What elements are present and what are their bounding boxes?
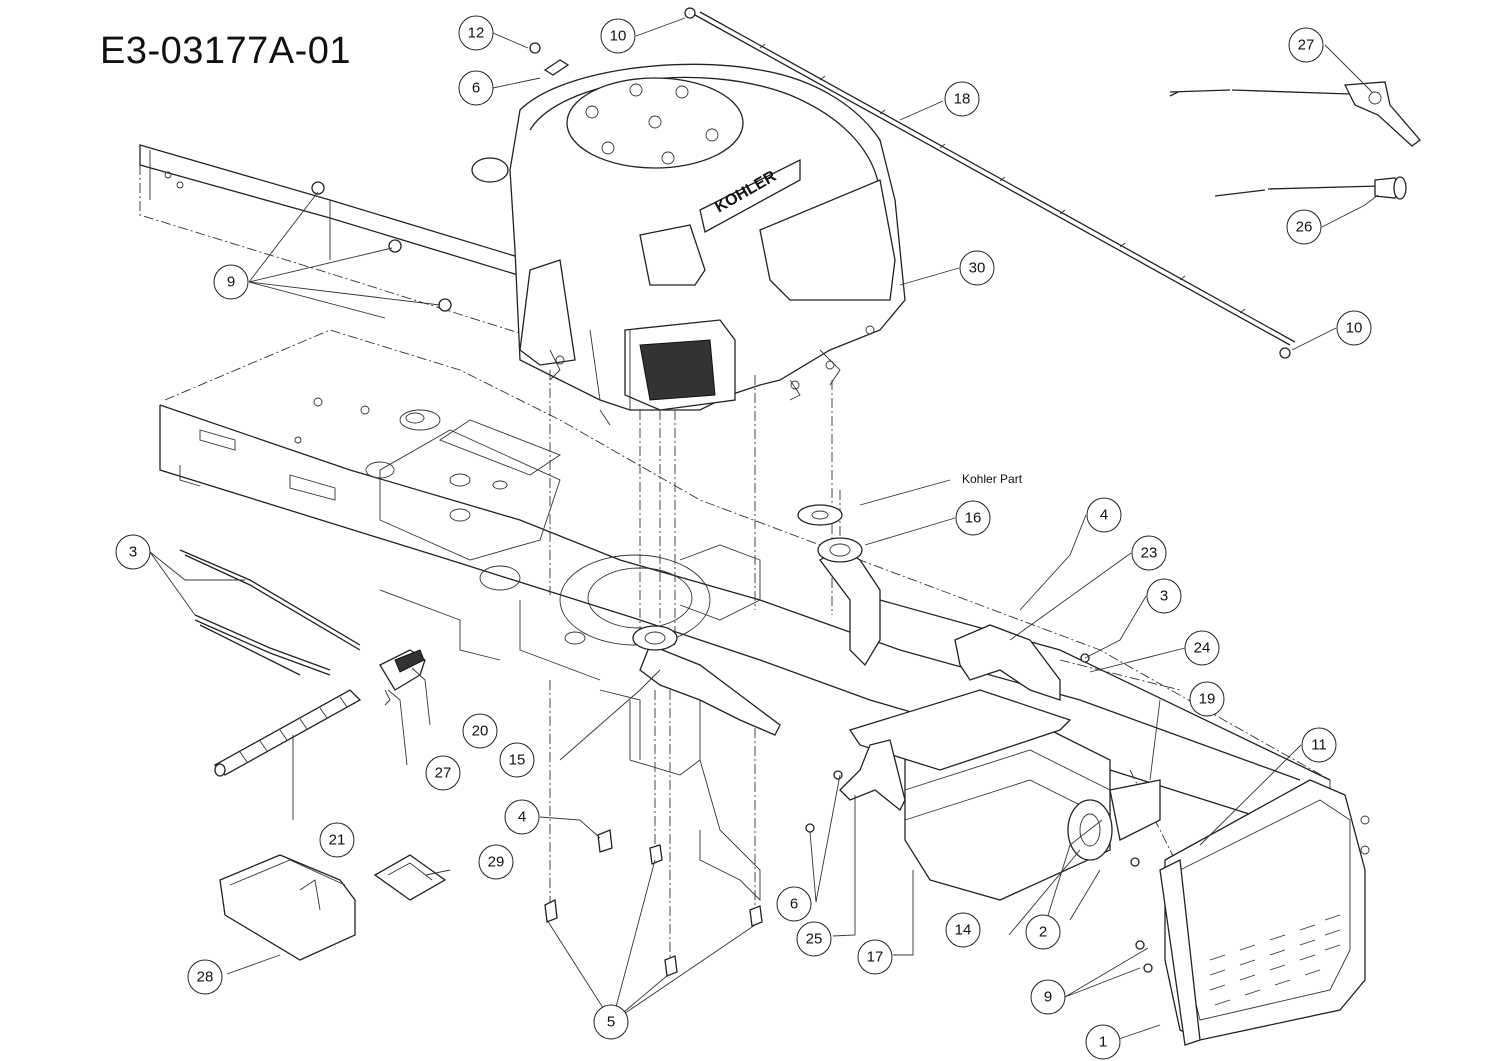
svg-text:27: 27 (1298, 37, 1315, 54)
callout-6-top: 6 (458, 70, 494, 106)
svg-text:10: 10 (1346, 320, 1363, 337)
callout-24: 24 (1184, 630, 1220, 666)
svg-text:11: 11 (1311, 737, 1327, 754)
callout-1: 1 (1085, 1024, 1121, 1060)
callout-28: 28 (187, 959, 223, 995)
callout-12: 12 (458, 15, 494, 51)
svg-text:3: 3 (129, 544, 137, 561)
callout-4-left: 4 (504, 799, 540, 835)
grille (1159, 779, 1370, 1046)
svg-text:6: 6 (472, 80, 480, 97)
exhaust-manifold (632, 504, 881, 736)
callout-9-left: 9 (213, 264, 249, 300)
callout-20: 20 (462, 713, 498, 749)
svg-text:3: 3 (1160, 588, 1168, 605)
svg-text:21: 21 (329, 832, 346, 849)
callout-15: 15 (499, 742, 535, 778)
svg-text:20: 20 (472, 723, 489, 740)
svg-text:9: 9 (1044, 989, 1052, 1006)
callout-25: 25 (796, 921, 832, 957)
callout-11: 11 (1301, 727, 1337, 763)
callout-16: 16 (955, 500, 991, 536)
svg-text:17: 17 (867, 949, 884, 966)
callout-10-right: 10 (1336, 310, 1372, 346)
callout-27-top: 27 (1288, 27, 1324, 63)
svg-text:1: 1 (1099, 1034, 1107, 1051)
svg-text:4: 4 (1100, 507, 1108, 524)
callout-5: 5 (593, 1004, 629, 1040)
plate-29 (373, 854, 447, 901)
svg-text:16: 16 (965, 510, 982, 527)
callout-9-right: 9 (1030, 979, 1066, 1015)
svg-text:29: 29 (488, 854, 505, 871)
leader-lines (149, 17, 1379, 1043)
svg-text:28: 28 (197, 969, 214, 986)
throttle-cable (1169, 81, 1421, 147)
svg-text:15: 15 (509, 752, 526, 769)
svg-text:2: 2 (1039, 924, 1047, 941)
callout-10-top: 10 (600, 18, 636, 54)
cable-clamp (379, 649, 426, 706)
tool-tray (219, 854, 356, 961)
callout-6-bottom: 6 (776, 886, 812, 922)
callout-3-left: 3 (115, 534, 151, 570)
callout-30: 30 (959, 250, 995, 286)
muffler (848, 689, 1161, 901)
svg-text:26: 26 (1296, 219, 1313, 236)
kohler-engine: KOHLER (471, 63, 906, 426)
hardware (311, 42, 1153, 977)
callout-19: 19 (1189, 681, 1225, 717)
svg-text:25: 25 (806, 931, 823, 948)
svg-text:19: 19 (1199, 691, 1216, 708)
svg-text:6: 6 (790, 896, 798, 913)
kohler-part-note: Kohler Part (962, 472, 1023, 486)
svg-text:30: 30 (969, 260, 986, 277)
document-id: E3-03177A-01 (100, 30, 352, 72)
callout-17: 17 (857, 939, 893, 975)
cables-left (179, 549, 361, 676)
callout-29: 29 (478, 844, 514, 880)
svg-text:27: 27 (435, 765, 452, 782)
fuel-line (684, 7, 1296, 359)
callout-26: 26 (1286, 209, 1322, 245)
callout-27-left: 27 (425, 755, 461, 791)
callout-14: 14 (945, 912, 981, 948)
callouts: 12 6 10 18 27 26 30 9 10 16 4 23 3 3 24 … (115, 15, 1372, 1060)
muffler-bracket (839, 624, 1061, 812)
svg-text:5: 5 (607, 1014, 615, 1031)
svg-text:24: 24 (1194, 640, 1211, 657)
spring-tube (213, 689, 362, 777)
svg-text:10: 10 (610, 28, 627, 45)
callout-3-right: 3 (1146, 578, 1182, 614)
callout-2: 2 (1025, 914, 1061, 950)
svg-text:9: 9 (227, 274, 235, 291)
callout-21: 21 (319, 822, 355, 858)
svg-text:23: 23 (1141, 545, 1158, 562)
svg-text:18: 18 (954, 91, 971, 108)
callout-23: 23 (1131, 535, 1167, 571)
svg-text:14: 14 (955, 922, 972, 939)
callout-18: 18 (944, 81, 980, 117)
choke-cable (1214, 176, 1407, 200)
svg-text:12: 12 (468, 25, 485, 42)
callout-4-right: 4 (1086, 497, 1122, 533)
grille-slots (1209, 914, 1341, 1006)
svg-text:4: 4 (518, 809, 526, 826)
mounting-lines (549, 370, 1181, 965)
